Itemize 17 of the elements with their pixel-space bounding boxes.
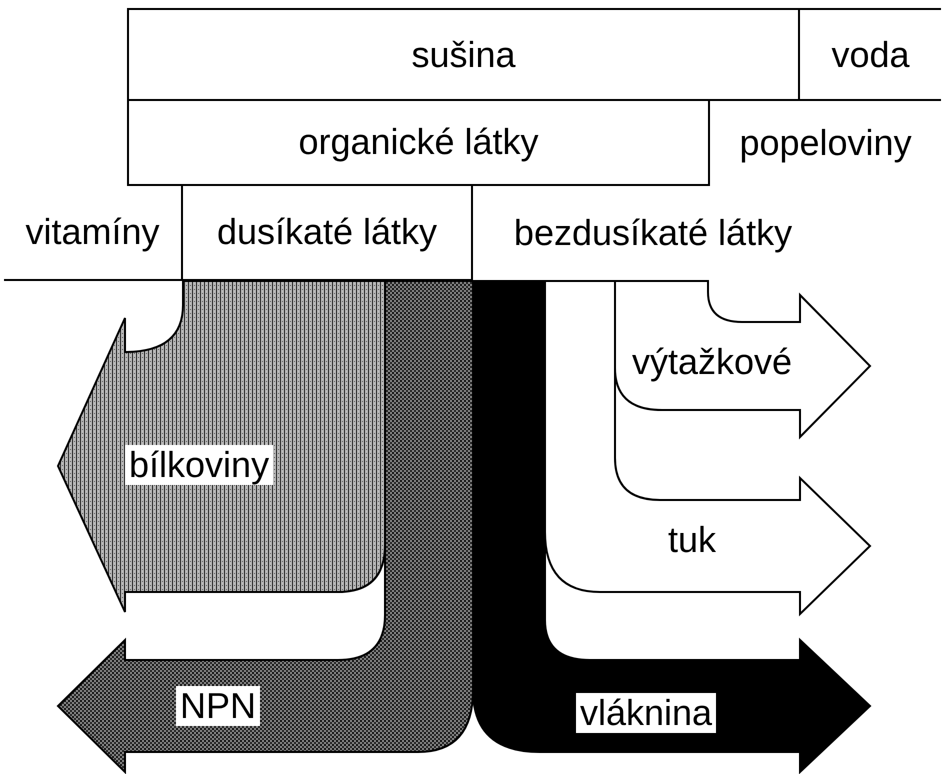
- category-label: organické látky: [298, 122, 539, 162]
- category-label: vitamíny: [25, 212, 160, 252]
- category-box: [4, 185, 183, 281]
- category-label: voda: [831, 34, 910, 74]
- category-label: dusíkaté látky: [216, 212, 438, 252]
- arrow-label: vláknina: [576, 693, 716, 733]
- arrow-label: NPN: [176, 686, 260, 726]
- category-box: [127, 8, 798, 101]
- category-label: popeloviny: [739, 123, 912, 163]
- arrow-label: tuk: [667, 520, 718, 560]
- category-box: [127, 100, 708, 186]
- category-label: sušina: [411, 34, 516, 74]
- category-box: [183, 185, 473, 281]
- category-label: bezdusíkaté látky: [514, 213, 792, 253]
- arrow-label: bílkoviny: [125, 445, 274, 485]
- arrow-label: výtažkové: [631, 342, 794, 382]
- category-box: [798, 8, 941, 101]
